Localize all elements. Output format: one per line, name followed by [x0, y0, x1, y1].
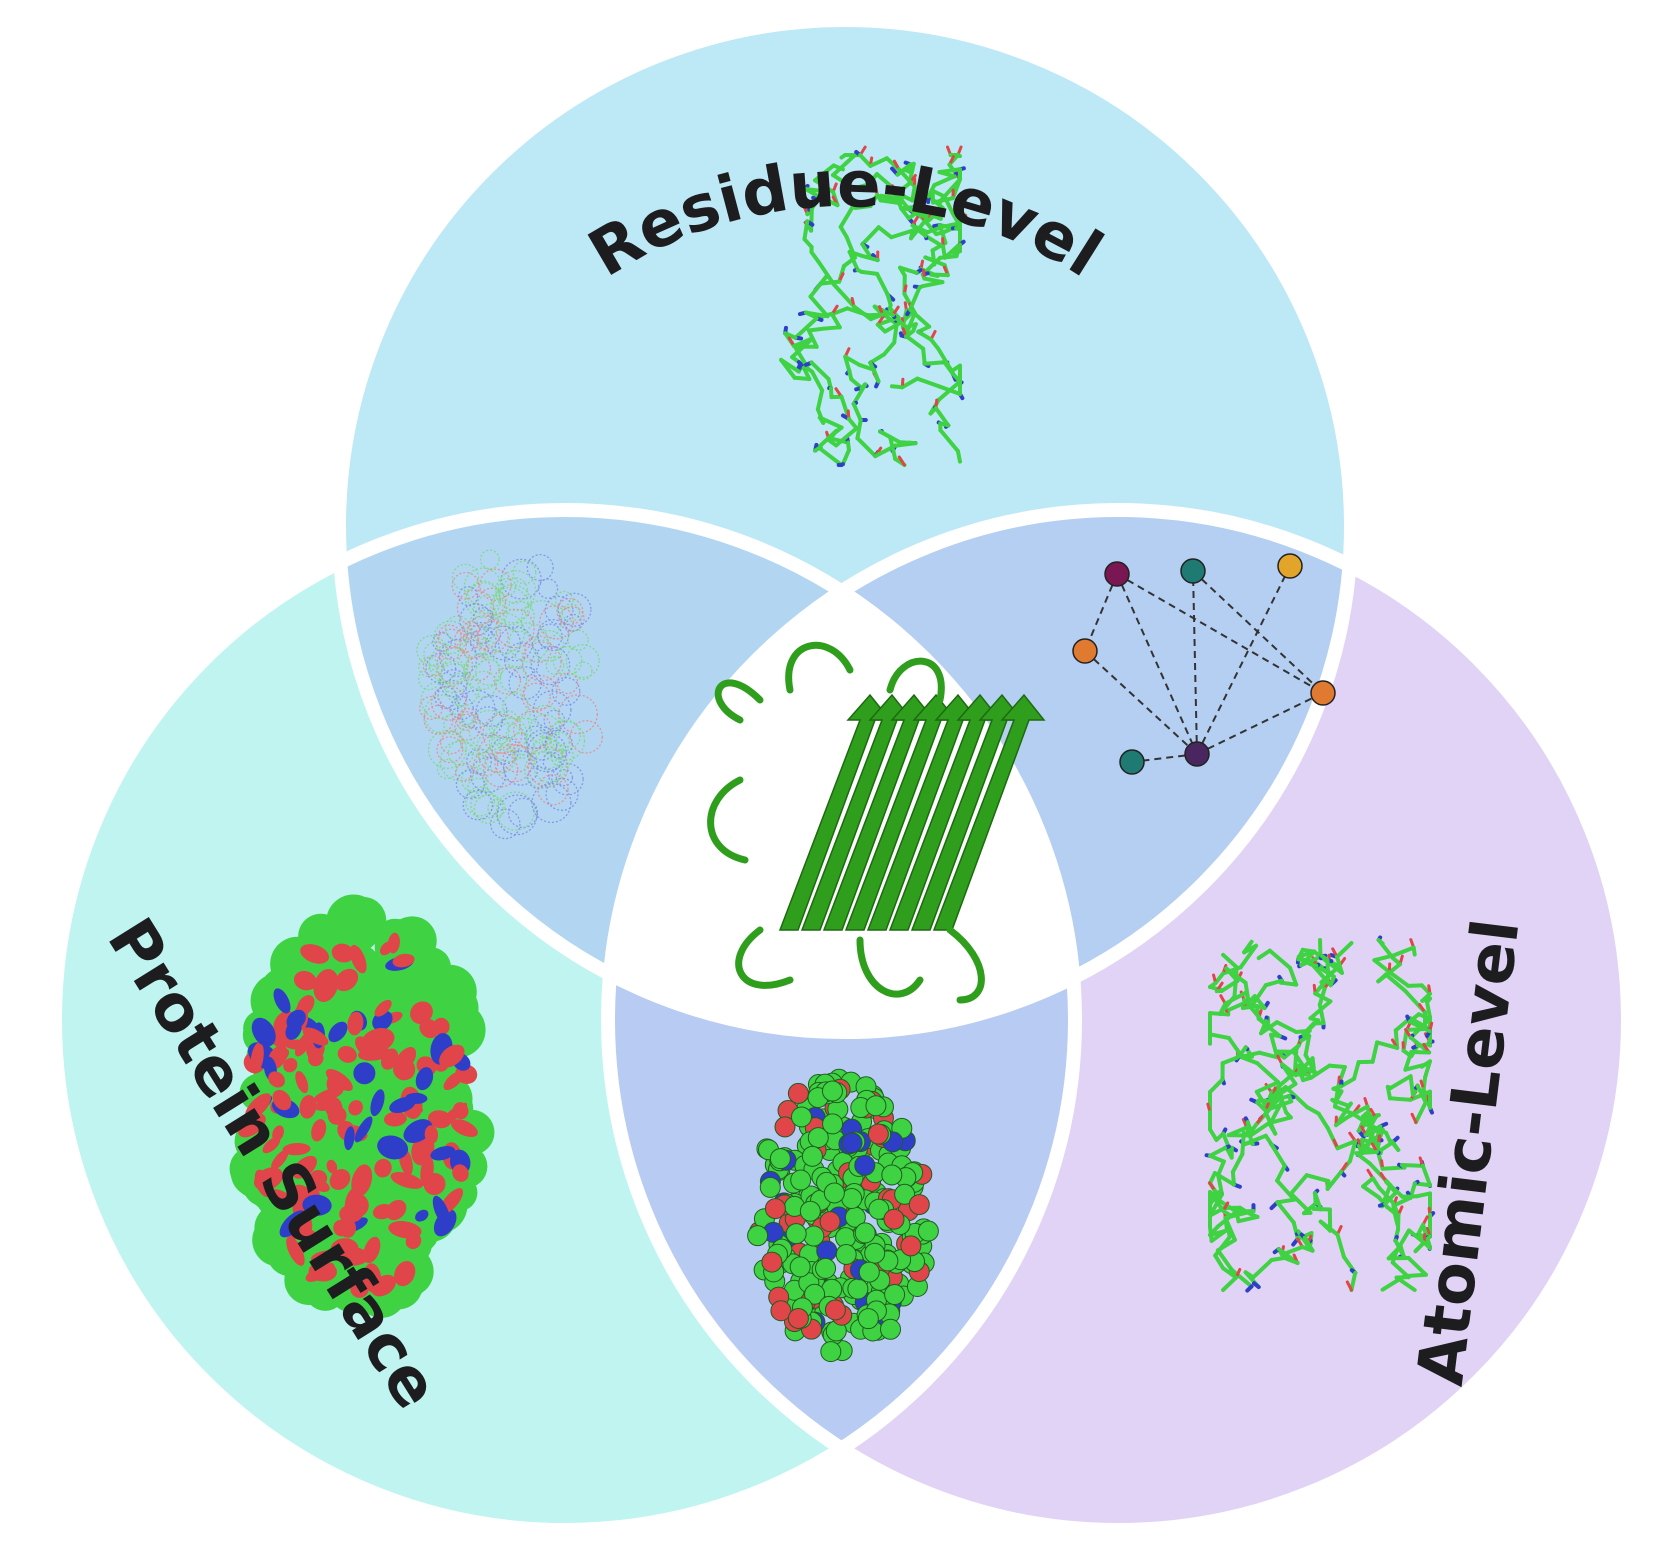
sphere-model	[747, 1068, 939, 1363]
surface-outline	[48, 503, 1082, 1537]
cartoon-beta-barrel	[707, 641, 1046, 1004]
molecular-surface-model	[229, 894, 495, 1318]
atom-graph	[1072, 553, 1336, 775]
atomic-outline	[601, 503, 1635, 1537]
atomic-stick-model	[1204, 935, 1436, 1293]
residue-outline	[332, 13, 1358, 1039]
center-region	[608, 510, 1075, 1032]
mesh-surface-model	[416, 549, 604, 840]
residue-stick-model	[779, 145, 968, 468]
